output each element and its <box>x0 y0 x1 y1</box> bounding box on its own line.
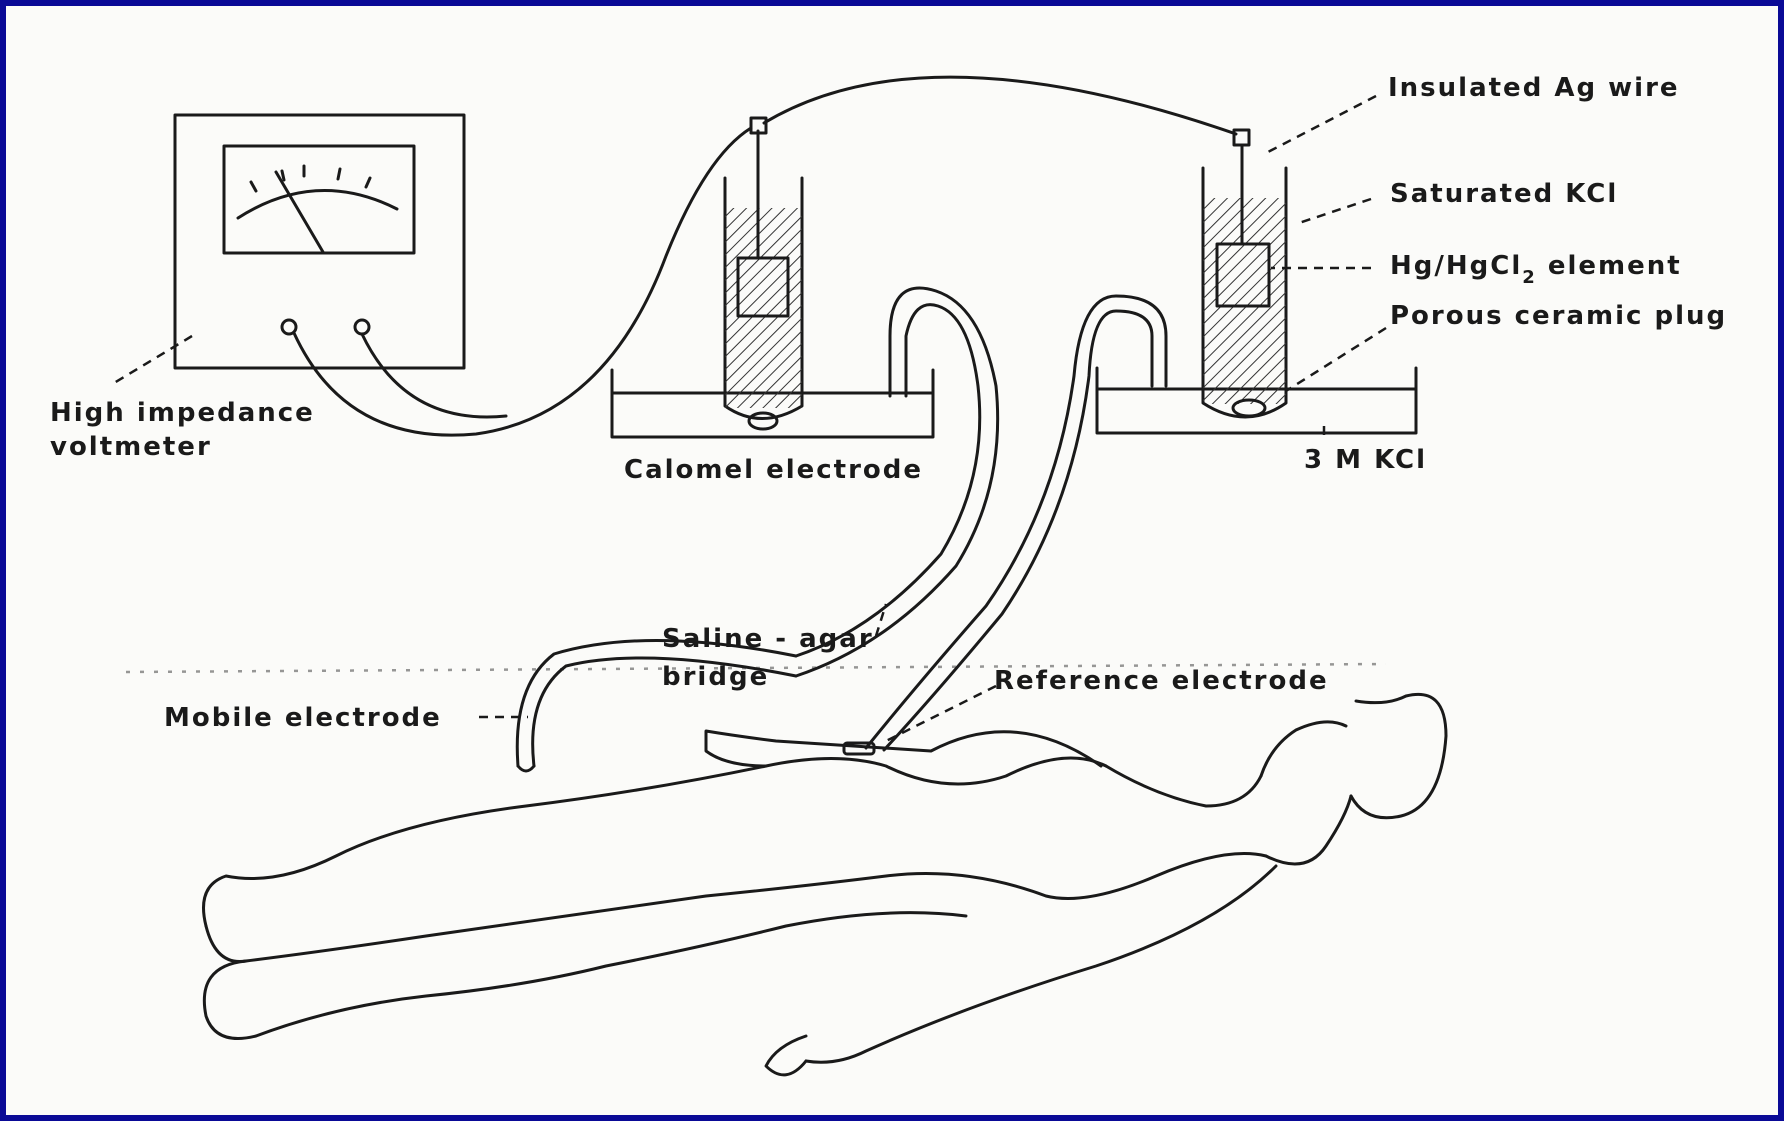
saline-bridge-label-2: bridge <box>662 662 769 692</box>
hg-element-label: Hg/HgCl2 element <box>1390 251 1682 288</box>
saturated-kcl-label: Saturated KCl <box>1390 179 1618 209</box>
saline-agar-bridge <box>517 288 1166 771</box>
insulated-ag-wire <box>764 77 1236 134</box>
voltmeter-label-2: voltmeter <box>50 432 212 462</box>
patient-figure <box>204 694 1447 1075</box>
calomel-electrode-label: Calomel electrode <box>624 455 923 485</box>
terminal <box>355 320 369 334</box>
meter-needle <box>276 172 323 252</box>
electrode-setup-diagram: High impedance voltmeter Calomel electro… <box>6 6 1778 1115</box>
reference-cell <box>1097 130 1416 433</box>
saline-bridge-label: Saline - agar <box>662 624 874 654</box>
insulated-wire-label: Insulated Ag wire <box>1388 73 1680 103</box>
diagram-canvas: High impedance voltmeter Calomel electro… <box>6 6 1778 1115</box>
kcl-bath-label: 3 M KCl <box>1304 445 1427 475</box>
reference-electrode-label: Reference electrode <box>994 666 1329 696</box>
calomel-electrode <box>612 118 933 437</box>
voltmeter-label: High impedance <box>50 398 315 428</box>
porous-plug-label: Porous ceramic plug <box>1390 301 1727 331</box>
mobile-electrode-label: Mobile electrode <box>164 703 442 733</box>
lead-wire <box>294 128 751 435</box>
voltmeter <box>175 115 464 368</box>
